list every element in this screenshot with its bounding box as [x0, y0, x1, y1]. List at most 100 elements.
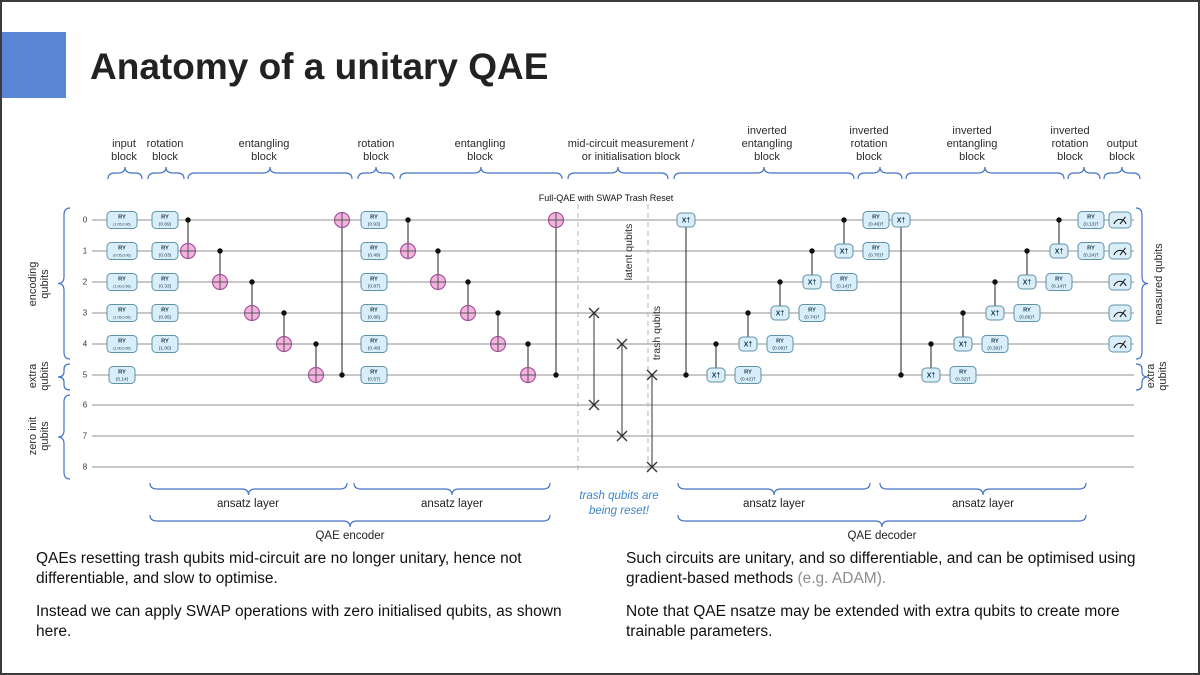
note-unitary-problem: QAEs resetting trash qubits mid-circuit …	[36, 550, 522, 588]
ry-gate-value: (0.57)	[368, 377, 381, 383]
wire-number: 6	[83, 401, 88, 410]
side-label: qubits	[39, 269, 51, 299]
control-dot	[745, 310, 751, 316]
measurement-needle-icon	[1119, 309, 1126, 318]
block-label: inverted	[747, 125, 786, 137]
swap-cross-icon	[616, 338, 628, 350]
ry-gate-label: RY	[161, 246, 169, 252]
x-dagger-gate	[834, 243, 854, 259]
side-label: zero init	[27, 417, 39, 456]
ry-gate-label: RY	[872, 246, 880, 252]
swap-cross-icon	[588, 399, 600, 411]
side-label: extra	[27, 363, 39, 388]
block-label: entangling	[455, 138, 506, 150]
ry-gate	[1077, 242, 1105, 260]
ry-gate	[360, 242, 388, 260]
ry-gate-label: RY	[118, 277, 126, 283]
note-text-muted: (e.g. ADAM).	[797, 570, 887, 588]
control-dot	[809, 248, 815, 254]
ry-gate-value: (0.86)	[368, 315, 381, 321]
ry-gate-value: (0.69)	[159, 222, 172, 228]
circuit-caption: Full-QAE with SWAP Trash Reset	[539, 193, 674, 203]
block-label: block	[959, 151, 985, 163]
x-dagger-gate	[738, 336, 758, 352]
measurement-gauge-icon	[1113, 280, 1127, 287]
ry-gate-label: RY	[840, 277, 848, 283]
ry-gate	[360, 273, 388, 291]
control-dot	[313, 341, 319, 347]
ry-gate-value: (0.05,0.06)	[113, 254, 130, 258]
ry-gate	[862, 211, 890, 229]
ry-gate-label: RY	[118, 308, 126, 314]
x-dagger-gate	[676, 212, 696, 228]
block-label: inverted	[952, 125, 991, 137]
side-brace	[57, 363, 71, 391]
block-label: entangling	[239, 138, 290, 150]
ry-gate-label: RY	[161, 308, 169, 314]
block-label: or initialisation block	[582, 151, 681, 163]
wire-number: 7	[83, 432, 88, 441]
ry-gate-label: RY	[118, 246, 126, 252]
block-label: block	[111, 151, 137, 163]
measurement-needle-icon	[1119, 216, 1126, 225]
x-dagger-label: X†	[744, 342, 753, 349]
ry-gate-value: (0.93)	[368, 222, 381, 228]
measurement-gate	[1108, 335, 1132, 353]
ry-gate-value: (0.03)	[159, 253, 172, 259]
measurement-gate	[1108, 211, 1132, 229]
x-dagger-gate	[802, 274, 822, 290]
ry-gate	[106, 273, 138, 291]
side-label: qubits	[39, 421, 51, 451]
ry-gate-value: (1.00,0.96)	[113, 347, 130, 351]
control-dot	[992, 279, 998, 285]
ansatz-brace	[879, 482, 1087, 496]
wire-number: 2	[83, 278, 88, 287]
ry-gate	[360, 335, 388, 353]
block-label: block	[1109, 151, 1135, 163]
x-dagger-gate	[985, 305, 1005, 321]
group-label: QAE encoder	[315, 530, 384, 542]
side-label: qubits	[1157, 361, 1169, 391]
ry-gate-value: (1.05,0.96)	[113, 223, 130, 227]
control-dot	[928, 341, 934, 347]
ansatz-brace	[677, 482, 871, 496]
side-brace	[57, 207, 71, 360]
control-dot	[841, 217, 847, 223]
ry-gate	[1013, 304, 1041, 322]
x-dagger-gate	[1017, 274, 1037, 290]
ry-gate	[981, 335, 1009, 353]
ry-gate-value: (0.46)†	[868, 222, 884, 228]
block-label: block	[363, 151, 389, 163]
x-dagger-label: X†	[808, 280, 817, 287]
ry-gate-label: RY	[1087, 215, 1095, 221]
swap-cross-icon	[646, 461, 658, 473]
block-brace	[905, 166, 1065, 180]
control-dot	[281, 310, 287, 316]
wire-number: 1	[83, 247, 88, 256]
control-dot	[185, 217, 191, 223]
block-label: entangling	[947, 138, 998, 150]
side-brace	[57, 394, 71, 480]
x-dagger-gate	[953, 336, 973, 352]
ry-gate	[106, 304, 138, 322]
ry-gate-value: (0.14)	[116, 377, 129, 383]
ry-gate-label: RY	[370, 308, 378, 314]
control-dot	[525, 341, 531, 347]
control-dot	[249, 279, 255, 285]
block-brace	[1067, 166, 1101, 180]
x-dagger-label: X†	[840, 249, 849, 256]
wire-number: 5	[83, 371, 88, 380]
block-label: entangling	[742, 138, 793, 150]
control-dot	[1024, 248, 1030, 254]
side-label: measured qubits	[1153, 243, 1165, 325]
ansatz-brace	[353, 482, 551, 496]
ansatz-brace	[149, 482, 348, 496]
ry-gate	[360, 304, 388, 322]
side-brace	[1135, 363, 1149, 391]
ry-gate-value: (0.49)	[368, 346, 381, 352]
block-brace	[673, 166, 855, 180]
block-brace	[357, 166, 395, 180]
note-text: Such circuits are unitary, and so differ…	[626, 550, 1136, 588]
block-label: block	[467, 151, 493, 163]
block-label: inverted	[1050, 125, 1089, 137]
